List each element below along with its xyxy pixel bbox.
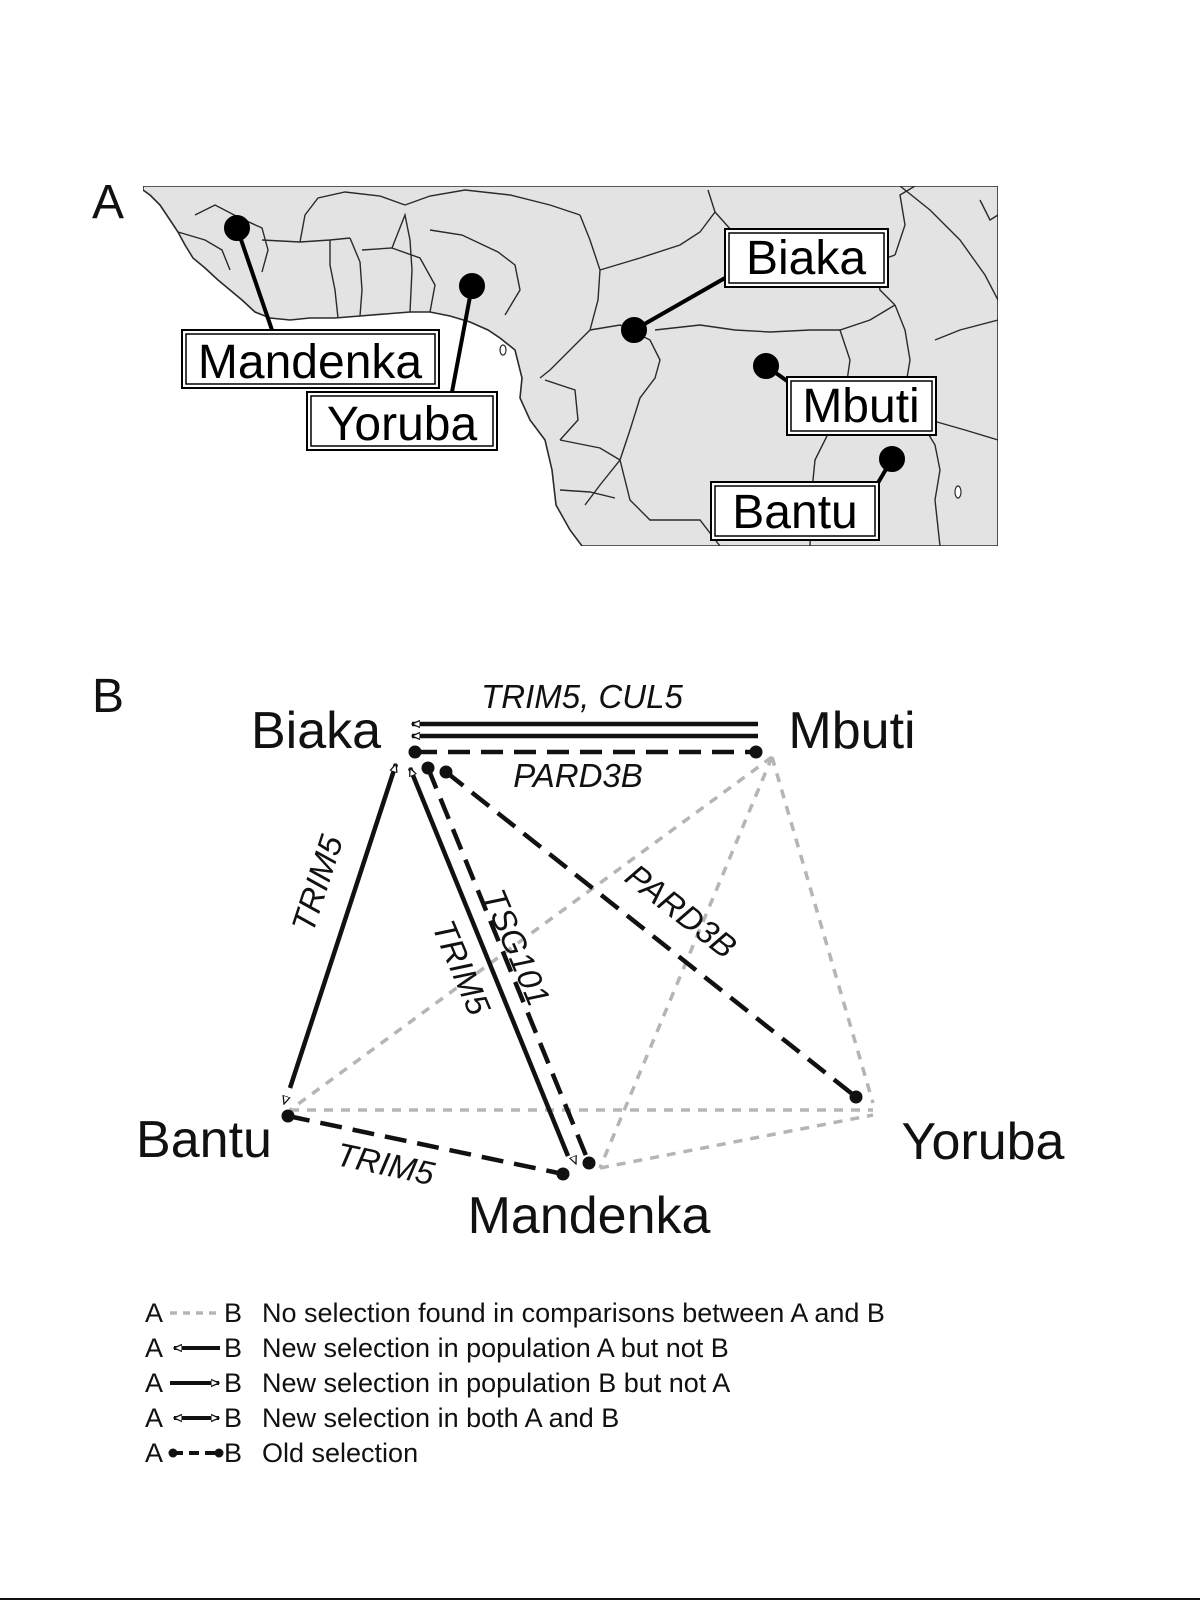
edge-biaka-bantu-new [287,764,399,1089]
label-biaka-mbuti-new: TRIM5, CUL5 [481,678,683,715]
edge-biaka-yoruba-old-dot-a [439,765,453,779]
edge-bantu-mandenka: TRIM5 [281,1109,570,1192]
edge-bantu-mandenka-old-dot-a [281,1109,295,1123]
mbuti-dot [753,353,779,379]
biaka-label-box [724,228,889,288]
yoruba-leader [450,285,474,393]
edge-biaka-mandenka-old-dot-a [421,761,435,775]
mbuti-label-box [786,376,937,436]
node-mandenka: Mandenka [468,1187,711,1245]
edge-biaka-mandenka-new [407,768,571,1157]
legend-row-old: A B Old selection [145,1438,418,1468]
legend-text: New selection in population A but not B [262,1333,729,1363]
edge-biaka-bantu: TRIM5 [284,764,399,1104]
node-biaka: Biaka [251,702,381,760]
legend-text: Old selection [262,1438,418,1468]
mandenka-map-label: Mandenka [198,336,422,389]
legend-a: A [145,1298,163,1328]
gulf-island [499,344,507,356]
legend-text: No selection found in comparisons betwee… [262,1298,885,1328]
edge-mbuti-bantu [288,755,774,1112]
edge-biaka-yoruba-old-dot-b [849,1090,863,1104]
mandenka-label-box [181,329,440,389]
edge-bantu-mandenka-old-dot-b [556,1167,570,1181]
legend-b: B [224,1298,242,1328]
node-yoruba: Yoruba [902,1113,1065,1171]
panel-b-letter: B [92,670,124,723]
edge-biaka-mbuti-old-dot-a [408,745,422,759]
legend-b: B [224,1333,242,1363]
edge-mbuti-yoruba [770,756,875,1104]
biaka-dot [621,317,647,343]
label-biaka-mandenka-new: TRIM5 [425,915,498,1021]
bantu-label-box [710,481,880,541]
yoruba-map-label: Yoruba [327,398,478,451]
map-labels: Mandenka Yoruba Biaka Mbuti Bantu [181,228,937,541]
legend-a: A [145,1403,163,1433]
edge-bantu-mandenka-old [287,1113,564,1177]
legend-a: A [145,1333,163,1363]
mandenka-dot [224,215,250,241]
label-biaka-mbuti-old: PARD3B [513,757,643,794]
yoruba-label-box [306,391,498,451]
legend-row-no-selection: A B No selection found in comparisons be… [145,1298,885,1328]
mbuti-map-label: Mbuti [802,380,919,433]
edge-biaka-yoruba-old [444,770,858,1099]
label-biaka-bantu: TRIM5 [284,830,350,936]
biaka-map-label: Biaka [746,232,866,285]
legend-b: B [224,1438,242,1468]
bantu-map-label: Bantu [732,486,857,539]
legend-text: New selection in population B but not A [262,1368,730,1398]
legend: A B No selection found in comparisons be… [145,1298,885,1468]
bantu-dot [879,446,905,472]
node-mbuti: Mbuti [788,702,915,760]
legend-row-new-both: A B New selection in both A and B [145,1403,619,1433]
legend-b: B [224,1368,242,1398]
edge-biaka-mandenka-old-dot-b [582,1156,596,1170]
legend-a: A [145,1438,163,1468]
yoruba-dot [459,273,485,299]
edge-biaka-mandenka-old [425,767,592,1164]
network-nodes: Biaka Mbuti Bantu Mandenka Yoruba [136,702,1064,1245]
lake [954,485,962,499]
node-bantu: Bantu [136,1111,272,1169]
biaka-leader [633,276,726,332]
legend-b: B [224,1403,242,1433]
legend-a: A [145,1368,163,1398]
edge-biaka-mbuti: TRIM5, CUL5 PARD3B [408,678,763,794]
legend-text: New selection in both A and B [262,1403,619,1433]
edge-mandenka-yoruba [599,1113,874,1170]
mandenka-leader [235,227,274,331]
legend-row-new-a: A B New selection in population A but no… [145,1333,729,1363]
edge-biaka-mbuti-old-dot-b [749,745,763,759]
panel-a-letter: A [92,176,124,229]
country-borders [177,186,998,546]
legend-row-new-b: A B New selection in population B but no… [145,1368,730,1398]
